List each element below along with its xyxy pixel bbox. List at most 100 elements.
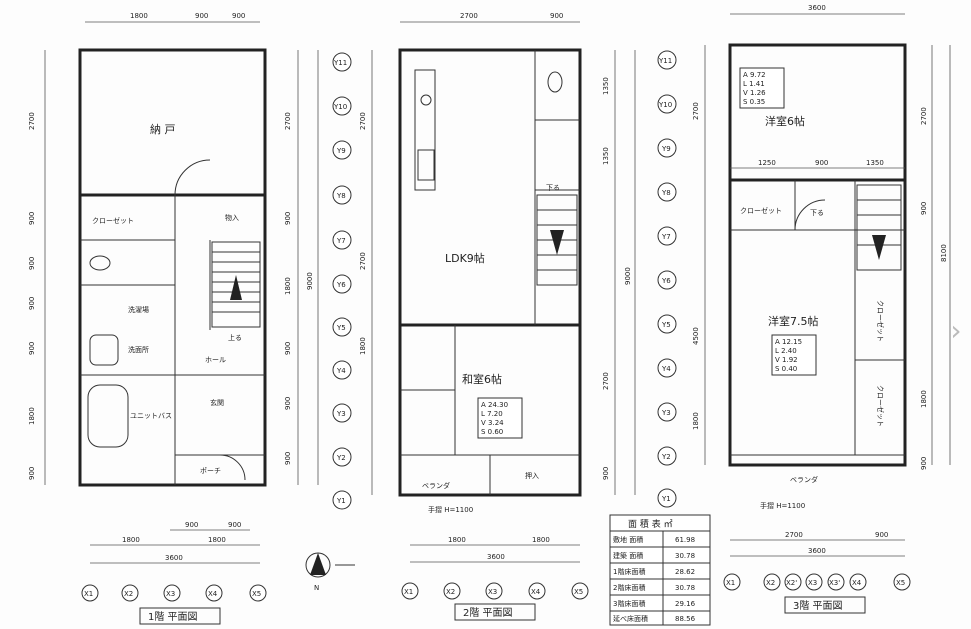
area-row-f2-label: 2階床面積	[613, 583, 645, 592]
area-row-building-label: 建築 面積	[613, 551, 643, 560]
f1-bottom-dim-d: 1800	[208, 536, 226, 544]
f3-room-closet-2: クローゼット	[876, 300, 885, 342]
f1-title: 1階 平面図	[148, 611, 198, 623]
f2-area-s: S 0.60	[481, 428, 503, 436]
f2-top-dim-2: 900	[550, 12, 563, 20]
f3-area1-a: A 9.72	[743, 71, 766, 79]
f2-area-a: A 24.30	[481, 401, 508, 409]
axis-y11: Y11	[333, 59, 347, 67]
f2-right-total: 9000	[624, 267, 632, 285]
f3-bottom-dim-2: 900	[875, 531, 888, 539]
f2-area-v: V 3.24	[481, 419, 504, 427]
f2-bottom-dim-1: 1800	[448, 536, 466, 544]
f3-area2-v: V 1.92	[775, 356, 798, 364]
axis-y6-b: Y6	[661, 277, 671, 285]
f3-axis-x1: X1	[726, 579, 735, 587]
f2-room-japanese: 和室6帖	[462, 372, 502, 386]
axis-y4-b: Y4	[661, 365, 671, 373]
f1-right-dim-4: 900	[284, 342, 292, 355]
axis-y4: Y4	[336, 367, 346, 375]
north-arrow-icon: N	[305, 552, 355, 592]
area-table-title: 面 積 表 ㎡	[628, 518, 673, 530]
f3-axis-x2: X2	[766, 579, 775, 587]
f1-room-porch: ポーチ	[200, 467, 221, 475]
f3-right-dim-2: 900	[920, 202, 928, 215]
f1-bottom-dim-c: 1800	[122, 536, 140, 544]
f3-area1-v: V 1.26	[743, 89, 766, 97]
f1-stairs	[211, 241, 261, 328]
f2-room-ldk: LDK9帖	[445, 252, 485, 265]
f3-bottom-total: 3600	[808, 547, 826, 555]
axis-y7-b: Y7	[661, 233, 671, 241]
f2-room-veranda: ベランダ	[422, 481, 450, 490]
f3-title: 3階 平面図	[793, 600, 843, 612]
f2-right-dim-3: 2700	[602, 372, 610, 390]
f1-axis-x3: X3	[166, 590, 175, 598]
north-label: N	[314, 584, 319, 592]
f3-room-western-6: 洋室6帖	[765, 114, 805, 128]
area-row-f3-label: 3階床面積	[613, 599, 645, 608]
f1-right-dim-6: 900	[284, 452, 292, 465]
f1-room-hall: ホール	[205, 356, 226, 364]
f3-axis-x5: X5	[896, 579, 905, 587]
area-row-f1-value: 28.62	[675, 568, 695, 576]
axis-y8-b: Y8	[661, 189, 671, 197]
f2-axis-x2: X2	[446, 588, 455, 596]
chevron-right-icon[interactable]: ›	[950, 313, 962, 347]
f1-bottom-dim-b: 900	[228, 521, 241, 529]
f1-room-laundry: 洗濯場	[128, 305, 149, 314]
f2-bottom-dim-2: 1800	[532, 536, 550, 544]
f3-right-dim-3: 1800	[920, 390, 928, 408]
f2-stairs	[536, 194, 578, 286]
f2-title: 2階 平面図	[463, 607, 513, 619]
f1-top-dim-1: 1800	[130, 12, 148, 20]
f1-axis-x5: X5	[252, 590, 261, 598]
f1-left-dim-3: 900	[28, 257, 36, 270]
f3-area1-l: L 1.41	[743, 80, 765, 88]
area-row-f1-label: 1階床面積	[613, 567, 645, 576]
f1-room-unit-bath: ユニットバス	[130, 412, 172, 420]
axis-y1-b: Y1	[661, 495, 671, 503]
floor-1-plan: 1800 900 900 納 戸 クロ	[28, 12, 319, 625]
f2-top-dim-1: 2700	[460, 12, 478, 20]
axis-y9-b: Y9	[661, 145, 671, 153]
f3-left-dim-1: 2700	[692, 102, 700, 120]
f2-stairs-down-label: 下る	[546, 184, 560, 192]
f3-room-closet-3: クローゼット	[876, 385, 885, 427]
axis-y10-b: Y10	[658, 101, 672, 109]
f2-right-dim-2: 1350	[602, 147, 610, 165]
f3-stairs-down-label: 下る	[810, 209, 824, 217]
axis-y7: Y7	[336, 237, 346, 245]
f3-right-dim-1: 2700	[920, 107, 928, 125]
area-row-f2-value: 30.78	[675, 584, 695, 592]
area-row-building-value: 30.78	[675, 552, 695, 560]
f2-left-dim-3: 1800	[359, 337, 367, 355]
area-row-f3-value: 29.16	[675, 600, 696, 608]
f1-room-storage-small: 物入	[225, 213, 239, 222]
f3-handrail-note: 手摺 H=1100	[760, 501, 805, 510]
f3-area2-l: L 2.40	[775, 347, 797, 355]
f2-axis-x4: X4	[531, 588, 541, 596]
f2-right-dim-1: 1350	[602, 77, 610, 95]
f1-right-total: 9000	[306, 272, 314, 290]
area-row-total-label: 延べ床面積	[613, 614, 648, 623]
f3-bottom-dim-1: 2700	[785, 531, 803, 539]
f3-top-dim: 3600	[808, 4, 826, 12]
f3-x-axes: X1 X2 X2' X3 X3' X4 X5	[723, 573, 911, 591]
f1-axis-x4: X4	[208, 590, 218, 598]
area-row-site-label: 敷地 面積	[613, 535, 643, 544]
f1-left-dim-7: 900	[28, 467, 36, 480]
f1-stairs-up-label: 上る	[228, 333, 242, 342]
f3-right-total: 8100	[940, 244, 948, 262]
f1-room-entrance: 玄関	[210, 398, 224, 407]
f2-area-l: L 7.20	[481, 410, 503, 418]
f3-room-veranda: ベランダ	[790, 475, 818, 484]
axis-y6: Y6	[336, 281, 346, 289]
f1-bottom-total: 3600	[165, 554, 183, 562]
f1-room-closet: クローゼット	[92, 216, 134, 225]
area-table: 面 積 表 ㎡ 敷地 面積 61.98 建築 面積 30.78 1階床面積 28…	[609, 514, 711, 626]
f2-x-axes: X1 X2 X3 X4 X5	[401, 582, 589, 600]
f3-axis-x4: X4	[852, 579, 862, 587]
